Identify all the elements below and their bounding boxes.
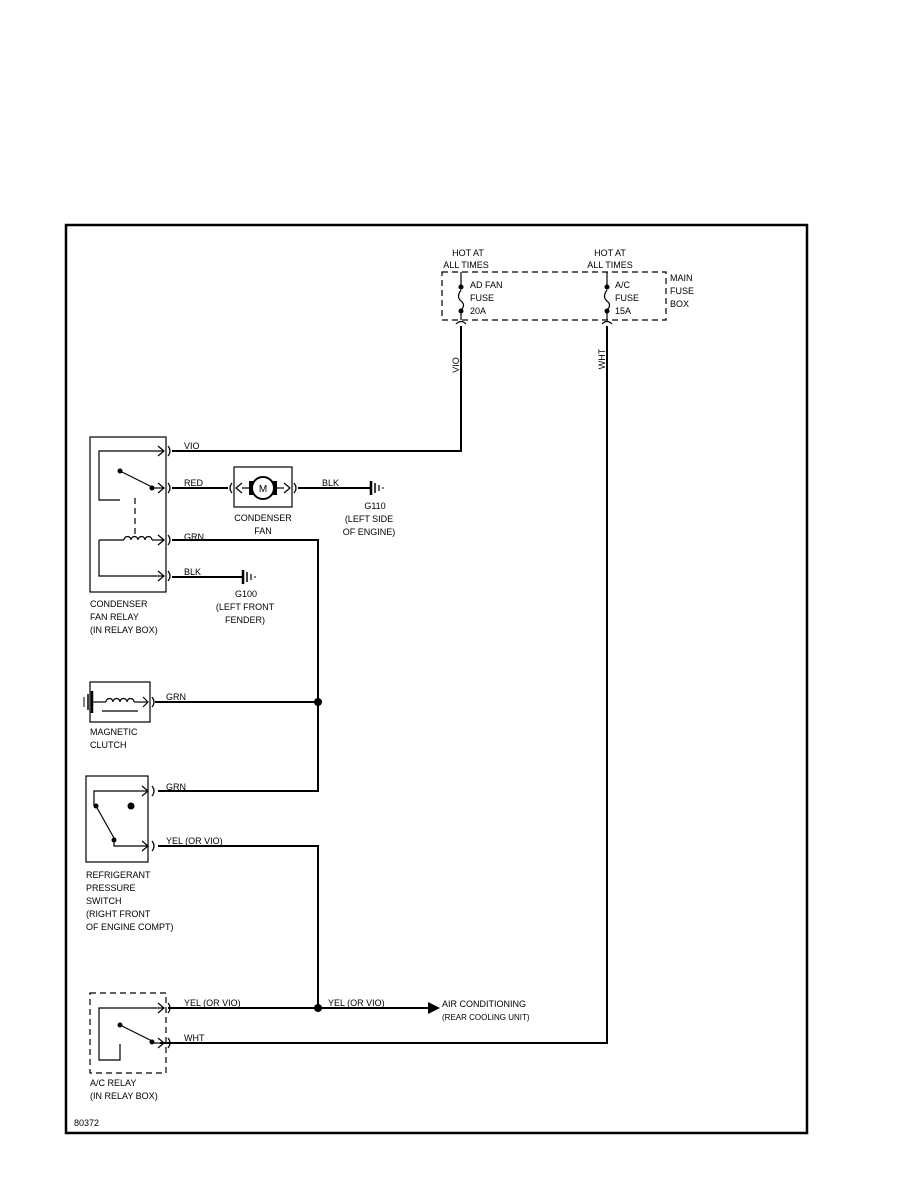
fan-fuse-label-3: 20A bbox=[470, 306, 486, 316]
g100-label-1: G100 bbox=[235, 589, 257, 599]
wire-label-wht-relay: WHT bbox=[184, 1033, 205, 1043]
wire-label-red: RED bbox=[184, 478, 204, 488]
wire-label-grn-clutch: GRN bbox=[166, 692, 186, 702]
refrigerant-switch-label-2: PRESSURE bbox=[86, 883, 136, 893]
ac-relay-box bbox=[89, 992, 167, 1074]
wire-label-grn-switch: GRN bbox=[166, 782, 186, 792]
magnetic-clutch-box bbox=[89, 681, 151, 723]
connector-fan-in bbox=[229, 482, 233, 494]
connector-blk bbox=[167, 570, 171, 582]
magnetic-clutch-label-2: CLUTCH bbox=[90, 740, 127, 750]
g110-label-1: G110 bbox=[364, 501, 385, 511]
ac-relay-label-2: (IN RELAY BOX) bbox=[90, 1091, 158, 1101]
refrigerant-switch-label-5: OF ENGINE COMPT) bbox=[86, 922, 174, 932]
connector-ac-yel bbox=[167, 1002, 171, 1014]
wire-wht bbox=[160, 326, 608, 1044]
wire-label-yel-ac: YEL (OR VIO) bbox=[328, 998, 385, 1008]
ac-relay-internals bbox=[98, 1002, 165, 1061]
wire-label-yel-relay: YEL (OR VIO) bbox=[184, 998, 241, 1008]
main-fuse-box bbox=[441, 271, 667, 321]
wire-label-yel-switch: YEL (OR VIO) bbox=[166, 836, 223, 846]
g100-label-2: (LEFT FRONT bbox=[216, 602, 275, 612]
wire-vio bbox=[172, 326, 462, 452]
hot-label-fan-line1: HOT AT bbox=[452, 248, 484, 258]
main-fuse-box-label-3: BOX bbox=[670, 299, 689, 309]
connector-switch-yel bbox=[151, 840, 155, 852]
wire-yel-switch bbox=[158, 845, 319, 1008]
g110-label-3: OF ENGINE) bbox=[343, 527, 396, 537]
condenser-fan-box bbox=[233, 466, 293, 508]
hot-label-ac-line2: ALL TIMES bbox=[587, 260, 633, 270]
refrigerant-switch-internals bbox=[93, 785, 149, 852]
refrigerant-switch-label-4: (RIGHT FRONT bbox=[86, 909, 151, 919]
main-fuse-box-label-1: MAIN bbox=[670, 273, 693, 283]
ac-fuse-label-1: A/C bbox=[615, 280, 631, 290]
ac-fuse bbox=[601, 272, 613, 325]
g100-label-3: FENDER) bbox=[225, 615, 265, 625]
motor-symbol: M bbox=[259, 484, 267, 495]
ground-g110-icon bbox=[369, 481, 384, 495]
condenser-fan-relay-label-1: CONDENSER bbox=[90, 599, 148, 609]
figure-number: 80372 bbox=[74, 1118, 99, 1128]
connector-fan-out bbox=[293, 482, 297, 494]
main-fuse-box-label-2: FUSE bbox=[670, 286, 694, 296]
condenser-fan-label-2: FAN bbox=[254, 526, 272, 536]
wire-grn bbox=[158, 539, 319, 792]
connector-switch-grn bbox=[151, 785, 155, 797]
hot-label-ac-line1: HOT AT bbox=[594, 248, 626, 258]
ac-relay-label-1: A/C RELAY bbox=[90, 1078, 136, 1088]
fan-fuse-label-2: FUSE bbox=[470, 293, 494, 303]
wire-label-vio-vertical: VIO bbox=[451, 357, 461, 373]
air-conditioning-label-1: AIR CONDITIONING bbox=[442, 999, 526, 1009]
connector-vio bbox=[167, 445, 171, 457]
magnetic-clutch-label-1: MAGNETIC bbox=[90, 727, 138, 737]
g110-label-2: (LEFT SIDE bbox=[345, 514, 393, 524]
refrigerant-switch-box bbox=[85, 775, 149, 863]
ac-fuse-label-2: FUSE bbox=[615, 293, 639, 303]
condenser-fan-relay-label-2: FAN RELAY bbox=[90, 612, 139, 622]
splice-grn bbox=[314, 698, 322, 706]
diagram-frame bbox=[64, 223, 809, 1135]
condenser-fan-relay-label-3: (IN RELAY BOX) bbox=[90, 625, 158, 635]
hot-label-fan-line2: ALL TIMES bbox=[443, 260, 489, 270]
refrigerant-switch-label-1: REFRIGERANT bbox=[86, 870, 151, 880]
splice-yel bbox=[314, 1004, 322, 1012]
condenser-fan-relay-internals bbox=[98, 445, 165, 582]
air-conditioning-label-2: (REAR COOLING UNIT) bbox=[442, 1013, 530, 1022]
connector-clutch bbox=[151, 696, 155, 708]
connector-grn bbox=[167, 534, 171, 546]
fan-fuse bbox=[455, 272, 467, 325]
arrow-air-conditioning bbox=[428, 1002, 440, 1014]
refrigerant-switch-label-3: SWITCH bbox=[86, 896, 122, 906]
fan-fuse-label-1: AD FAN bbox=[470, 280, 503, 290]
ground-g100-icon bbox=[241, 570, 256, 584]
condenser-fan-relay-box bbox=[89, 436, 167, 593]
wire-label-vio: VIO bbox=[184, 441, 200, 451]
connector-ac-wht bbox=[167, 1037, 171, 1049]
condenser-fan-label-1: CONDENSER bbox=[234, 513, 292, 523]
wire-label-blk-fan: BLK bbox=[322, 478, 339, 488]
clutch-coil-icon bbox=[83, 691, 149, 713]
wire-label-grn-relay: GRN bbox=[184, 532, 204, 542]
connector-red bbox=[167, 482, 171, 494]
wire-label-blk-relay: BLK bbox=[184, 567, 201, 577]
wire-label-wht-vertical: WHT bbox=[597, 348, 607, 369]
ac-fuse-label-3: 15A bbox=[615, 306, 631, 316]
motor-icon bbox=[235, 476, 291, 500]
